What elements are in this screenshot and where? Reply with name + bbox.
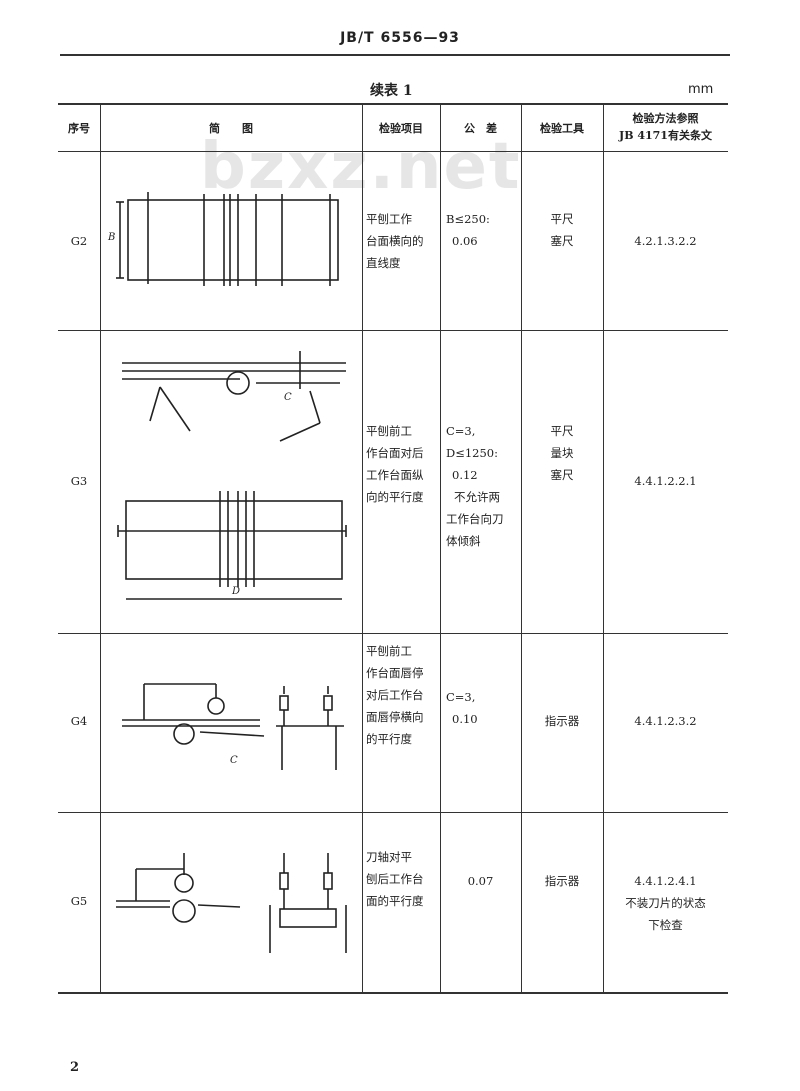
col-divider xyxy=(521,103,522,992)
row-id: G4 xyxy=(70,714,88,728)
col-header-seq: 序号 xyxy=(68,122,90,135)
dimension-label: B xyxy=(108,232,116,243)
header-rule xyxy=(60,54,730,56)
table-header-rule xyxy=(58,151,728,152)
col-divider xyxy=(603,103,604,992)
row-id: G5 xyxy=(70,894,88,908)
check-item: 刀轴对平刨后工作台面的平行度 xyxy=(366,850,424,908)
check-item: 平刨前工作台面唇停对后工作台面唇停横向的平行度 xyxy=(366,644,424,746)
row-id: G2 xyxy=(70,234,88,248)
check-item: 平刨前工作台面对后工作台面纵向的平行度 xyxy=(366,424,424,504)
col-header-method: 检验方法参照 xyxy=(632,112,699,125)
sketch-g2 xyxy=(116,192,339,286)
table-top-rule xyxy=(58,103,728,105)
col-header-tolerance: 公 差 xyxy=(464,122,497,135)
tolerance: B≤250:0.06 xyxy=(446,212,490,248)
col-header-sketch: 简 图 xyxy=(209,122,253,135)
table-bottom-rule xyxy=(58,992,728,994)
check-item: 平刨工作台面横向的直线度 xyxy=(366,212,424,270)
col-header-item: 检验项目 xyxy=(379,122,423,135)
sketch-g4 xyxy=(122,683,344,770)
dimension-label: C xyxy=(284,392,292,403)
col-header-method-ref: JB 4171有关条文 xyxy=(619,129,712,142)
page-number: 2 xyxy=(70,1060,80,1075)
method-ref: 4.2.1.3.2.2 xyxy=(634,234,697,248)
method-ref: 4.4.1.2.2.1 xyxy=(634,474,697,488)
standard-code: JB/T 6556—93 xyxy=(340,30,460,46)
col-divider xyxy=(362,103,363,992)
sketch-g3 xyxy=(117,351,347,600)
tolerance: 0.07 xyxy=(467,874,494,888)
tools: 平尺量块塞尺 xyxy=(550,424,574,482)
table-caption: 续表 1 xyxy=(370,83,413,99)
dimension-label: C xyxy=(230,755,238,766)
unit-label: mm xyxy=(688,82,714,97)
row-divider xyxy=(58,633,728,634)
row-divider xyxy=(58,812,728,813)
col-divider xyxy=(100,103,101,992)
sketch-g5 xyxy=(116,853,347,953)
method-ref: 4.4.1.2.3.2 xyxy=(634,714,697,728)
row-id: G3 xyxy=(70,474,88,488)
row-divider xyxy=(58,330,728,331)
dimension-label: D xyxy=(232,586,241,597)
col-divider xyxy=(440,103,441,992)
tolerance: C=3,0.10 xyxy=(446,690,478,726)
tools: 平尺塞尺 xyxy=(550,212,574,248)
watermark: bzxz.net xyxy=(200,130,522,204)
col-header-tools: 检验工具 xyxy=(540,122,584,135)
tools: 指示器 xyxy=(544,874,580,888)
tools: 指示器 xyxy=(544,714,580,728)
